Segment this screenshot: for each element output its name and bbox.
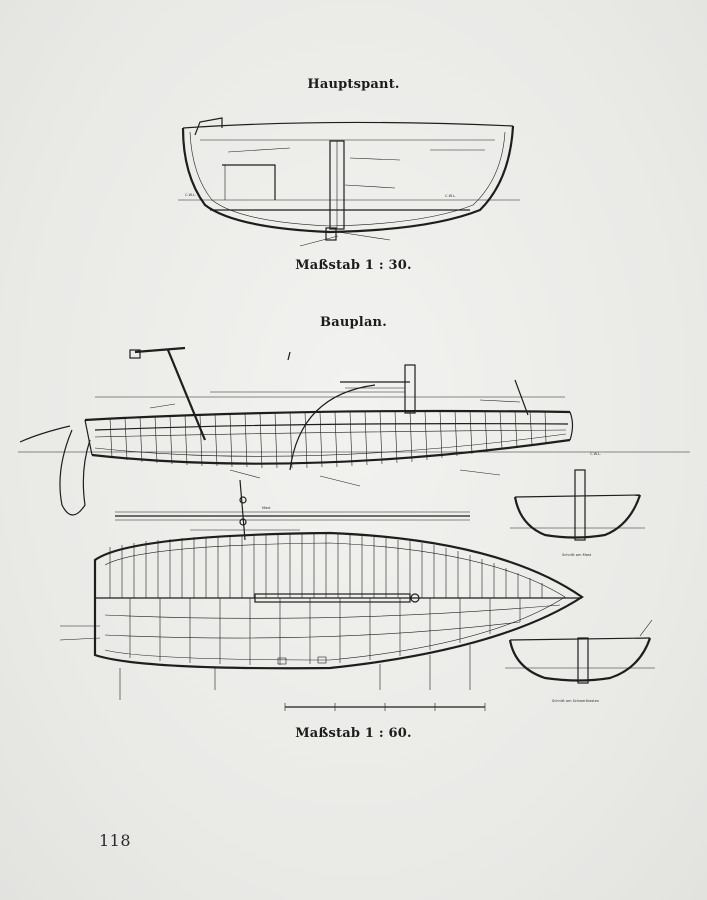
spar-drawing: Mast xyxy=(115,479,470,541)
svg-text:C.W.L.: C.W.L. xyxy=(185,193,196,197)
ink-speck xyxy=(287,351,291,361)
construction-scale-label: Maßstab 1 : 60. xyxy=(295,726,412,741)
svg-text:Schnitt am Schwertkasten: Schnitt am Schwertkasten xyxy=(552,699,599,703)
svg-text:Schnitt am Mast: Schnitt am Mast xyxy=(562,553,592,557)
midship-section-drawing: C.W.L. C.W.L. xyxy=(178,117,520,247)
midship-section-heading: Hauptspant. xyxy=(307,77,400,92)
profile-view-drawing: C.W.L. xyxy=(18,346,690,516)
section-at-centerboard-drawing: Schnitt am Schwertkasten xyxy=(505,619,655,703)
construction-plan-heading: Bauplan. xyxy=(320,315,387,330)
svg-text:C.W.L.: C.W.L. xyxy=(590,452,601,456)
plan-view-drawing xyxy=(59,531,584,711)
section-at-mast-drawing: Schnitt am Mast xyxy=(510,469,645,557)
mast-label: Mast xyxy=(262,506,271,510)
page-number: 118 xyxy=(99,831,132,850)
svg-text:C.W.L.: C.W.L. xyxy=(445,194,456,198)
midship-scale-label: Maßstab 1 : 30. xyxy=(295,258,412,273)
